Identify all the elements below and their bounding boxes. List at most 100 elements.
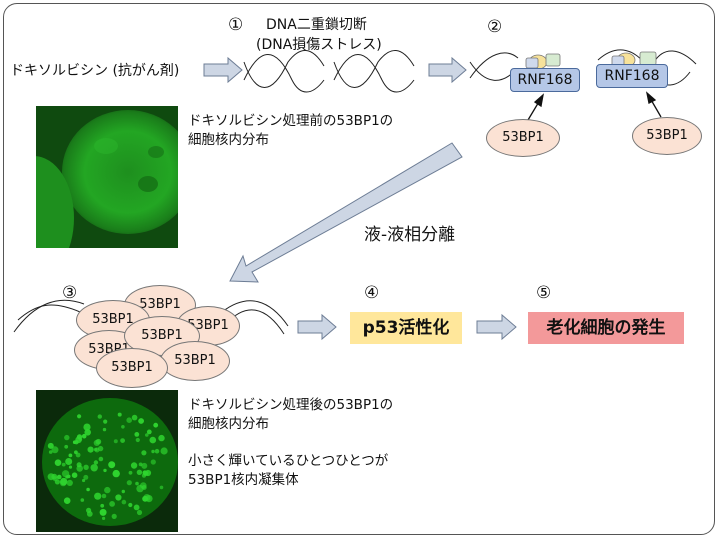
fluorescent-focus [83, 423, 91, 431]
fluorescent-focus [138, 462, 143, 467]
fluorescent-focus [84, 429, 91, 436]
fluorescent-focus [136, 509, 143, 516]
fluorescent-focus [90, 464, 98, 472]
fluorescent-focus [65, 475, 69, 479]
recruit-arrows [527, 91, 662, 121]
fluorescent-focus [133, 504, 140, 511]
fluorescent-focus [103, 419, 108, 424]
fluorescent-focus [145, 433, 149, 437]
fluorescent-focus [158, 434, 165, 442]
fluorescent-focus [142, 470, 148, 476]
doxorubicin-label: ドキソルビシン (抗がん剤) [10, 63, 180, 79]
nucleus-after-picture [36, 390, 178, 532]
phase-separation-label: 液-液相分離 [364, 225, 456, 245]
fluorescent-focus [87, 446, 94, 453]
arrow-phase-separation [229, 142, 463, 283]
after-caption-line2: 細胞核内分布 [188, 416, 269, 432]
fluorescent-focus [71, 472, 78, 478]
fluorescent-focus [76, 434, 83, 440]
fluorescent-focus [135, 481, 139, 486]
rnf168-box-right: RNF168 [596, 64, 668, 88]
fluorescent-focus [93, 439, 100, 446]
fluorescent-focus [126, 480, 132, 486]
fluorescent-focus [63, 497, 71, 504]
fluorescent-focus [121, 499, 127, 505]
p53-activation-box: p53活性化 [350, 312, 462, 344]
53bp1-condensate-item: 53BP1 [160, 341, 230, 381]
fluorescent-focus [76, 465, 83, 472]
step-1-number: ① [228, 15, 244, 35]
before-caption-line2: 細胞核内分布 [188, 132, 269, 148]
fluorescent-focus [138, 418, 144, 424]
arrow-p53-to-senescence [476, 313, 517, 341]
fluorescent-focus [66, 479, 73, 486]
condensate-caption-line1: 小さく輝いているひとつひとつが [188, 453, 389, 469]
fluorescent-focus [149, 436, 157, 444]
fluorescent-focus [153, 422, 159, 428]
before-caption-line1: ドキソルビシン処理前の53BP1の [188, 113, 394, 129]
fluorescent-focus [130, 462, 138, 469]
after-caption-line1: ドキソルビシン処理後の53BP1の [188, 397, 394, 413]
fluorescent-focus [86, 507, 92, 513]
nucleus-after-image [36, 390, 178, 532]
fluorescent-focus [140, 482, 147, 489]
fluorescent-focus [64, 444, 69, 449]
fluorescent-focus [77, 414, 82, 419]
fluorescent-focus [65, 458, 73, 465]
fluorescent-focus [93, 447, 98, 452]
fluorescent-focus [160, 447, 168, 455]
arrow-condensate-to-p53 [297, 313, 337, 341]
53bp1-free-right: 53BP1 [632, 117, 702, 155]
nucleus-before-picture [36, 106, 178, 248]
fluorescent-focus [113, 439, 118, 444]
fluorescent-focus [114, 470, 118, 474]
fluorescent-focus [93, 460, 99, 465]
fluorescent-focus [99, 508, 107, 516]
fluorescent-focus [86, 487, 90, 492]
fluorescent-focus [68, 465, 73, 469]
diagram-frame [3, 3, 715, 535]
fluorescent-focus [59, 479, 67, 487]
dsb-title: DNA二重鎖切断 [266, 17, 367, 33]
fluorescent-focus [48, 450, 53, 454]
condensate-caption-line2: 53BP1核内凝集体 [188, 472, 299, 488]
dna-double-strand-break [243, 50, 415, 93]
step-2-number: ② [487, 17, 503, 37]
fluorescent-focus [146, 429, 152, 435]
fluorescent-focus [135, 437, 140, 443]
fluorescent-focus [83, 464, 89, 470]
fluorescent-focus [61, 462, 66, 467]
fluorescent-focus [68, 453, 73, 458]
fluorescent-focus [121, 425, 125, 429]
fluorescent-focus [121, 489, 126, 494]
fluorescent-focus [117, 412, 122, 417]
fluorescent-focus [47, 442, 54, 449]
fluorescent-focus [136, 469, 143, 475]
fluorescent-focus [128, 470, 133, 475]
fluorescent-focus [141, 450, 147, 456]
fluorescent-focus [100, 503, 105, 508]
fluorescent-focus [101, 493, 107, 499]
fluorescent-focus [102, 516, 106, 520]
fluorescent-focus [98, 456, 104, 462]
fluorescent-focus [126, 417, 132, 423]
fluorescent-focus [97, 414, 102, 419]
fluorescent-focus [81, 433, 87, 439]
fluorescent-focus [51, 446, 59, 454]
fluorescent-focus [134, 432, 140, 437]
fluorescent-focus [150, 459, 156, 465]
fluorescent-focus [159, 485, 164, 490]
fluorescent-focus [54, 459, 62, 466]
arrow-drug-to-dna [203, 56, 243, 84]
fluorescent-focus [115, 494, 122, 501]
fluorescent-focus [151, 449, 155, 454]
dsb-subtitle: (DNA損傷ストレス) [256, 37, 382, 53]
fluorescent-focus [72, 440, 77, 444]
fluorescent-focus [83, 474, 89, 480]
fluorescent-focus [82, 478, 86, 483]
nucleus-before-image [36, 106, 178, 248]
fluorescent-focus [64, 434, 70, 441]
fluorescent-focus [104, 486, 111, 494]
fluorescent-focus [103, 468, 107, 473]
fluorescent-focus [154, 448, 160, 454]
